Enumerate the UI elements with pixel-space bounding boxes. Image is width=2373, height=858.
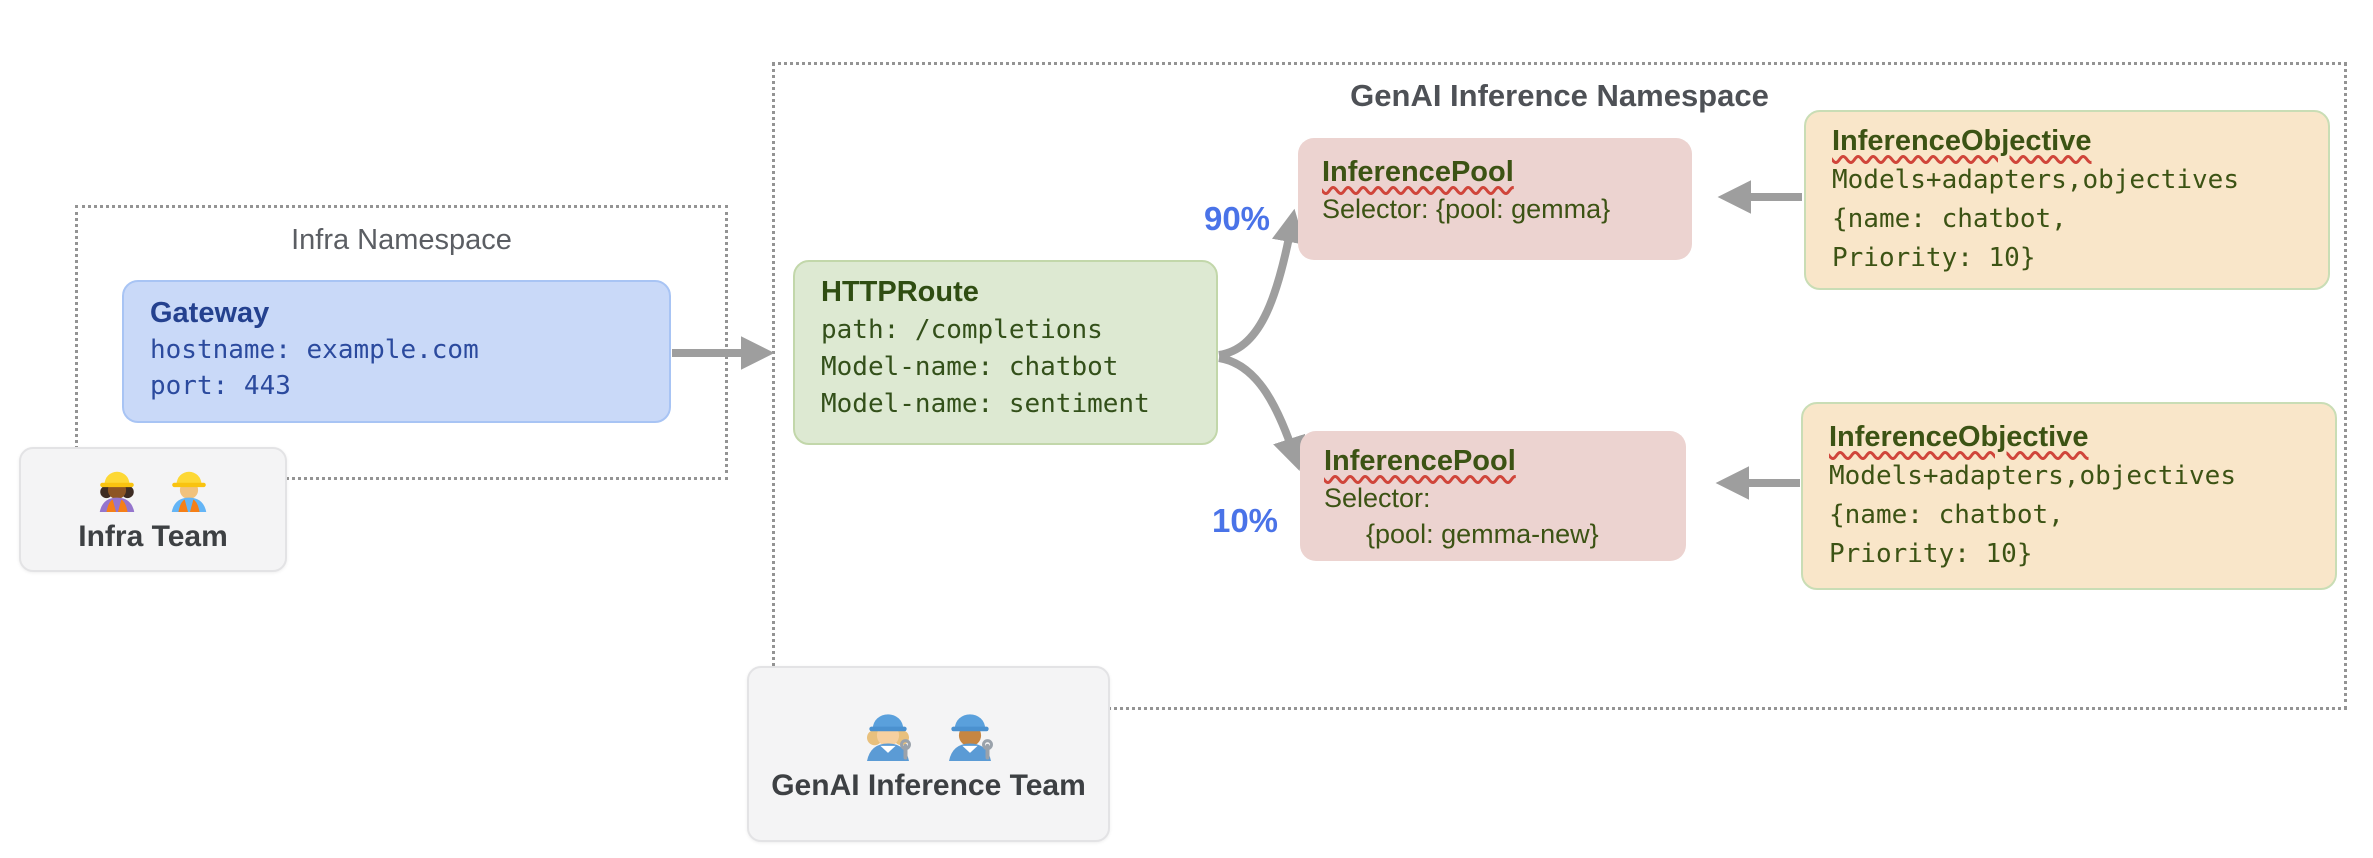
inference-objective-2-node: InferenceObjective Models+adapters,objec… <box>1801 402 2337 590</box>
traffic-weight-10-label: 10% <box>1211 502 1279 539</box>
man-construction-worker-icon <box>171 471 207 512</box>
genai-inference-team-card: GenAI Inference Team <box>747 666 1110 842</box>
inference-objective-2-title: InferenceObjective <box>1829 421 2309 454</box>
inference-pool-1-selector-line: Selector: {pool: gemma} <box>1322 194 1611 224</box>
genai-namespace-container: GenAI Inference Namespace <box>772 62 2347 710</box>
inference-pool-2-title: InferencePool <box>1324 445 1662 478</box>
inference-pool-1-title: InferencePool <box>1322 156 1668 189</box>
genai-team-label: GenAI Inference Team <box>771 769 1086 802</box>
inference-objective-1-title: InferenceObjective <box>1832 125 2302 158</box>
infra-namespace-container: Infra Namespace <box>75 205 728 480</box>
inference-objective-1-models-line: Models+adapters,objectives <box>1832 165 2239 195</box>
inference-pool-2-selector-line: Selector: <box>1324 483 1431 513</box>
genai-namespace-title: GenAI Inference Namespace <box>1350 78 1769 113</box>
inference-objective-1-title-text: InferenceObjective <box>1832 125 2092 157</box>
inference-pool-1-title-text: InferencePool <box>1322 156 1514 188</box>
httproute-title: HTTPRoute <box>821 276 979 308</box>
infra-team-icons <box>94 466 212 512</box>
inference-objective-2-models-line: Models+adapters,objectives <box>1829 461 2236 491</box>
gateway-hostname-line: hostname: example.com <box>150 335 479 365</box>
man-mechanic-icon <box>946 712 993 761</box>
gateway-port-line: port: 443 <box>150 370 291 401</box>
inference-objective-2-priority-line: Priority: 10} <box>1829 539 2033 569</box>
inference-pool-1-node: InferencePool Selector: {pool: gemma} <box>1298 138 1692 260</box>
woman-construction-worker-icon <box>99 471 135 512</box>
traffic-weight-90-label: 90% <box>1203 200 1271 237</box>
inference-objective-1-name-line: {name: chatbot, <box>1832 204 2067 234</box>
woman-mechanic-icon <box>864 712 911 761</box>
httproute-to-pool2-arrow <box>1218 354 1306 471</box>
gateway-node: Gateway hostname: example.com port: 443 <box>122 280 671 423</box>
inference-objective-2-title-text: InferenceObjective <box>1829 421 2089 453</box>
inference-objective-2-name-line: {name: chatbot, <box>1829 500 2064 530</box>
genai-team-icons <box>860 705 998 761</box>
httproute-to-pool1-arrow <box>1218 208 1306 359</box>
inference-pool-2-node: InferencePool Selector: {pool: gemma-new… <box>1300 431 1686 561</box>
inference-pool-2-title-text: InferencePool <box>1324 445 1516 477</box>
inference-objective-1-node: InferenceObjective Models+adapters,objec… <box>1804 110 2330 290</box>
infra-team-label: Infra Team <box>78 519 228 553</box>
infra-namespace-title: Infra Namespace <box>291 224 512 256</box>
httproute-model-chatbot-line: Model-name: chatbot <box>821 352 1119 383</box>
httproute-model-sentiment-line: Model-name: sentiment <box>821 389 1150 420</box>
gateway-title: Gateway <box>150 297 270 329</box>
httproute-node: HTTPRoute path: /completions Model-name:… <box>793 260 1218 445</box>
infra-team-card: Infra Team <box>19 447 287 572</box>
inference-objective-1-priority-line: Priority: 10} <box>1832 243 2036 273</box>
httproute-path-line: path: /completions <box>821 315 1103 345</box>
inference-pool-2-selector-value-line: {pool: gemma-new} <box>1366 518 1599 549</box>
